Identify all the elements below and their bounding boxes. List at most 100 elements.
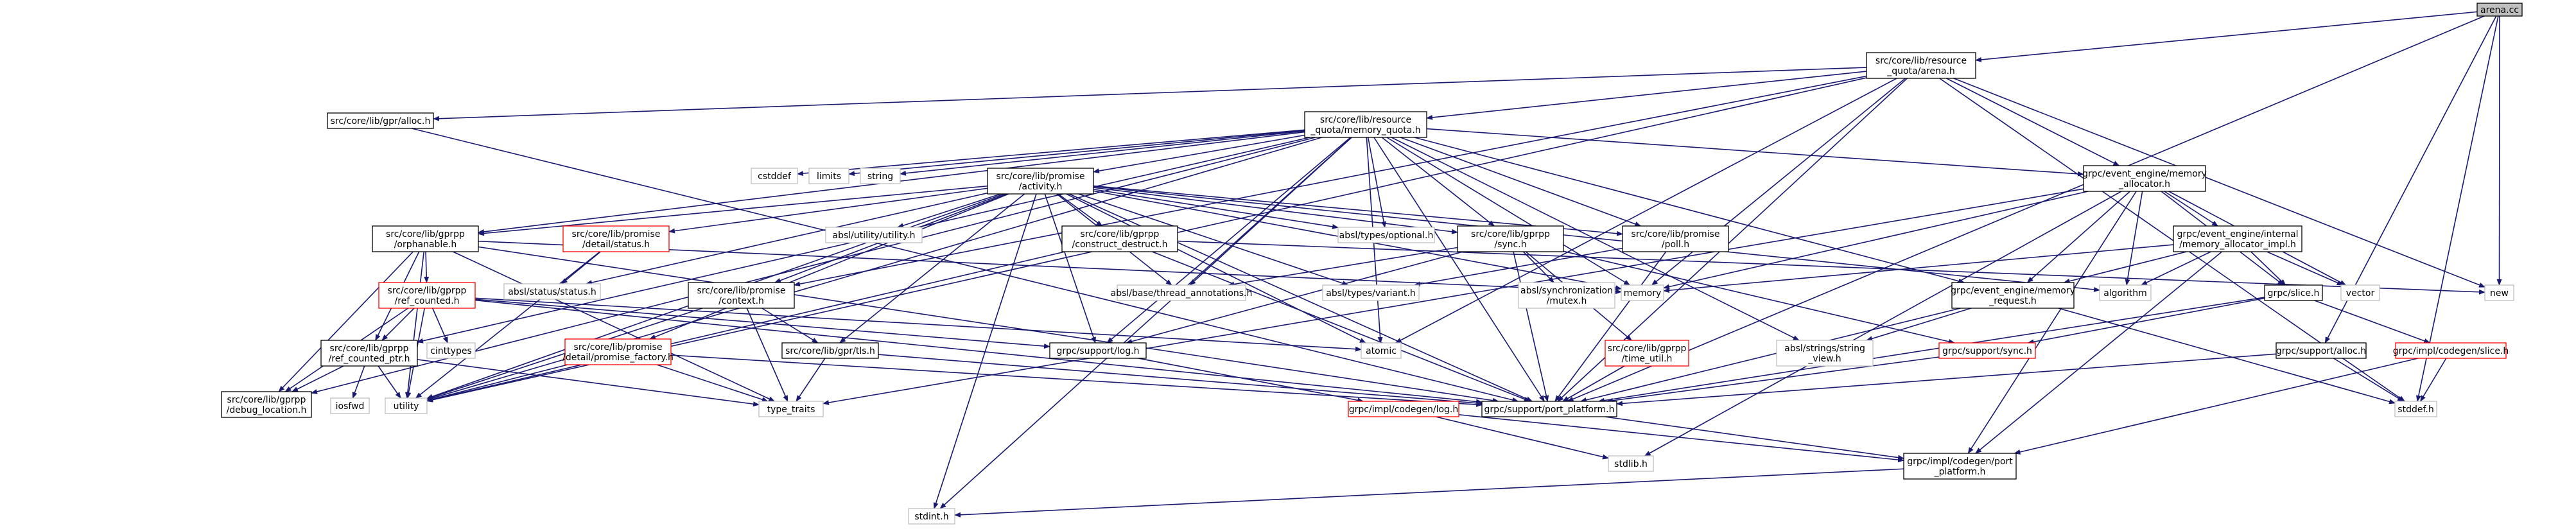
- node-limits[interactable]: limits: [808, 168, 849, 184]
- edge-arena_h-to-memory_allocator: [1946, 78, 2120, 166]
- node-label: /detail/status.h: [582, 239, 650, 250]
- node-stddef[interactable]: stddef.h: [2394, 401, 2437, 417]
- edge-ref_counted_ptr-to-iosfwd: [352, 365, 365, 399]
- node-algorithm[interactable]: algorithm: [2099, 284, 2152, 301]
- node-label: _allocator.h: [2118, 179, 2170, 189]
- node-support-log[interactable]: grpc/support/log.h: [1049, 342, 1147, 359]
- edge-activity-to-promise_factory: [649, 193, 1009, 340]
- node-absl-mutex[interactable]: absl/synchronization/mutex.h: [1518, 282, 1615, 309]
- node-label: /time_util.h: [1622, 354, 1673, 364]
- node-memory[interactable]: memory: [1621, 284, 1664, 301]
- node-arena-h[interactable]: src/core/lib/resource_quota/arena.h: [1866, 52, 1976, 79]
- node-arena-cc[interactable]: arena.cc: [2476, 3, 2523, 17]
- edge-allocator_impl-to-codegen_port_platform: [1975, 251, 2223, 454]
- node-promise-context[interactable]: src/core/lib/promise/context.h: [688, 282, 795, 309]
- edge-support_alloc-to-stddef: [2333, 358, 2404, 402]
- edge-memory_quota-to-activity: [1093, 134, 1305, 174]
- node-debug-location[interactable]: src/core/lib/gprpp/debug_location.h: [221, 391, 312, 418]
- node-utility[interactable]: utility: [385, 397, 428, 414]
- edge-allocator_impl-to-grpc_slice: [2250, 251, 2286, 286]
- node-thread-annotations[interactable]: absl/base/thread_annotations.h: [1111, 284, 1253, 301]
- edge-codegen_slice-to-stddef: [2420, 358, 2447, 402]
- node-label: src/core/lib/resource: [1875, 56, 1967, 66]
- node-label: limits: [817, 171, 841, 182]
- edge-activity-to-construct_destruct: [1057, 193, 1103, 227]
- node-new-hdr[interactable]: new: [2484, 284, 2514, 301]
- node-label: grpc/impl/codegen/log.h: [1349, 405, 1458, 415]
- node-type-traits[interactable]: type_traits: [758, 401, 824, 417]
- node-vector[interactable]: vector: [2340, 284, 2380, 301]
- node-string-view[interactable]: absl/strings/string_view.h: [1776, 340, 1874, 367]
- edge-grpc_slice-to-support_sync: [2027, 297, 2265, 345]
- edge-arena_cc-to-port_platform: [1567, 15, 2485, 402]
- edge-memory_request-to-string_view: [1866, 308, 1972, 342]
- node-cinttypes[interactable]: cinttypes: [426, 342, 476, 359]
- node-label: /detail/promise_factory.h: [562, 353, 674, 363]
- node-label: src/core/lib/gprpp: [330, 344, 409, 354]
- node-ref-counted[interactable]: src/core/lib/gprpp/ref_counted.h: [378, 282, 476, 309]
- node-label: /debug_location.h: [227, 405, 307, 415]
- node-label: /poll.h: [1662, 239, 1689, 250]
- node-gprpp-sync[interactable]: src/core/lib/gprpp/sync.h: [1457, 225, 1564, 252]
- node-label: /activity.h: [1019, 182, 1063, 192]
- node-time-util[interactable]: src/core/lib/gprpp/time_util.h: [1605, 340, 1689, 367]
- node-support-alloc[interactable]: grpc/support/alloc.h: [2276, 342, 2367, 359]
- node-promise-factory[interactable]: src/core/lib/promise/detail/promise_fact…: [562, 338, 674, 365]
- node-memory-quota[interactable]: src/core/lib/resource_quota/memory_quota…: [1304, 111, 1427, 138]
- edge-orphanable-to-debug_location: [278, 251, 413, 392]
- node-label: stdlib.h: [1614, 459, 1648, 469]
- node-absl-variant[interactable]: absl/types/variant.h: [1322, 284, 1420, 301]
- edge-memory_allocator-to-stdlib: [1644, 191, 2122, 457]
- node-cstddef[interactable]: cstddef: [751, 168, 798, 184]
- edge-ref_counted-to-cinttypes: [431, 308, 449, 344]
- node-allocator-impl[interactable]: grpc/event_engine/internal/memory_alloca…: [2173, 225, 2302, 252]
- node-memory-allocator[interactable]: grpc/event_engine/memory_allocator.h: [2082, 165, 2207, 192]
- edge-arena_h-to-new_hdr: [1953, 78, 2485, 288]
- edge-codegen_log-to-stdlib: [1435, 416, 1609, 460]
- edge-promise_poll-to-port_platform: [1554, 251, 1667, 402]
- node-atomic[interactable]: atomic: [1361, 342, 1402, 359]
- node-promise-status[interactable]: src/core/lib/promise/detail/status.h: [562, 225, 670, 252]
- node-ref-counted-ptr[interactable]: src/core/lib/gprpp/ref_counted_ptr.h: [320, 340, 418, 367]
- edge-gprpp_sync-to-absl_mutex: [1522, 251, 1554, 283]
- node-label: iosfwd: [336, 401, 365, 412]
- node-grpc-slice[interactable]: grpc/slice.h: [2264, 284, 2323, 301]
- node-port-platform[interactable]: grpc/support/port_platform.h: [1481, 401, 1617, 417]
- node-gpr-alloc[interactable]: src/core/lib/gpr/alloc.h: [327, 112, 434, 129]
- node-activity[interactable]: src/core/lib/promise/activity.h: [987, 168, 1094, 195]
- edge-port_platform-to-codegen_port_platform: [1605, 416, 1904, 460]
- node-codegen-slice[interactable]: grpc/impl/codegen/slice.h: [2393, 342, 2509, 359]
- node-support-sync[interactable]: grpc/support/sync.h: [1938, 342, 2036, 359]
- edge-memory_quota-to-memory_request: [1414, 137, 1965, 284]
- edge-construct_destruct-to-new_hdr: [1177, 240, 2485, 295]
- node-label: memory: [1624, 288, 1662, 299]
- node-label: absl/strings/string: [1784, 344, 1865, 354]
- edge-activity-to-absl_optional: [1093, 189, 1339, 229]
- node-absl-optional[interactable]: absl/types/optional.h: [1337, 227, 1435, 243]
- edge-memory_quota-to-port_platform: [1373, 137, 1545, 402]
- node-absl-status[interactable]: absl/status/status.h: [503, 283, 601, 300]
- edge-arena_h-to-gpr_alloc: [433, 67, 1867, 121]
- node-stdlib[interactable]: stdlib.h: [1608, 455, 1654, 472]
- node-label: /ref_counted_ptr.h: [329, 354, 410, 364]
- edge-memory_allocator-to-algorithm: [2125, 191, 2143, 286]
- edge-time_util-to-port_platform: [1562, 365, 1625, 402]
- edge-codegen_log-to-codegen_port_platform: [1458, 414, 1904, 463]
- node-iosfwd[interactable]: iosfwd: [330, 397, 370, 414]
- node-codegen-log[interactable]: grpc/impl/codegen/log.h: [1348, 401, 1459, 417]
- node-string[interactable]: string: [860, 168, 901, 184]
- node-memory-request[interactable]: grpc/event_engine/memory_request.h: [1951, 282, 2075, 309]
- node-absl-utility[interactable]: absl/utility/utility.h: [825, 227, 923, 243]
- node-stdint[interactable]: stdint.h: [908, 508, 955, 525]
- edge-ref_counted-to-ref_counted_ptr: [381, 308, 415, 341]
- node-label: /construct_destruct.h: [1072, 239, 1168, 250]
- node-label: stdint.h: [914, 512, 948, 522]
- node-label: src/core/lib/gprpp: [1608, 344, 1687, 354]
- edge-memory_quota-to-string: [900, 130, 1305, 176]
- node-promise-poll[interactable]: src/core/lib/promise/poll.h: [1622, 225, 1729, 252]
- node-codegen-port-platform[interactable]: grpc/impl/codegen/port_platform.h: [1903, 453, 2017, 480]
- node-gpr-tls[interactable]: src/core/lib/gpr/tls.h: [781, 342, 879, 359]
- node-orphanable[interactable]: src/core/lib/gprpp/orphanable.h: [372, 225, 479, 252]
- node-construct-destruct[interactable]: src/core/lib/gprpp/construct_destruct.h: [1061, 225, 1178, 252]
- node-label: absl/status/status.h: [508, 287, 596, 297]
